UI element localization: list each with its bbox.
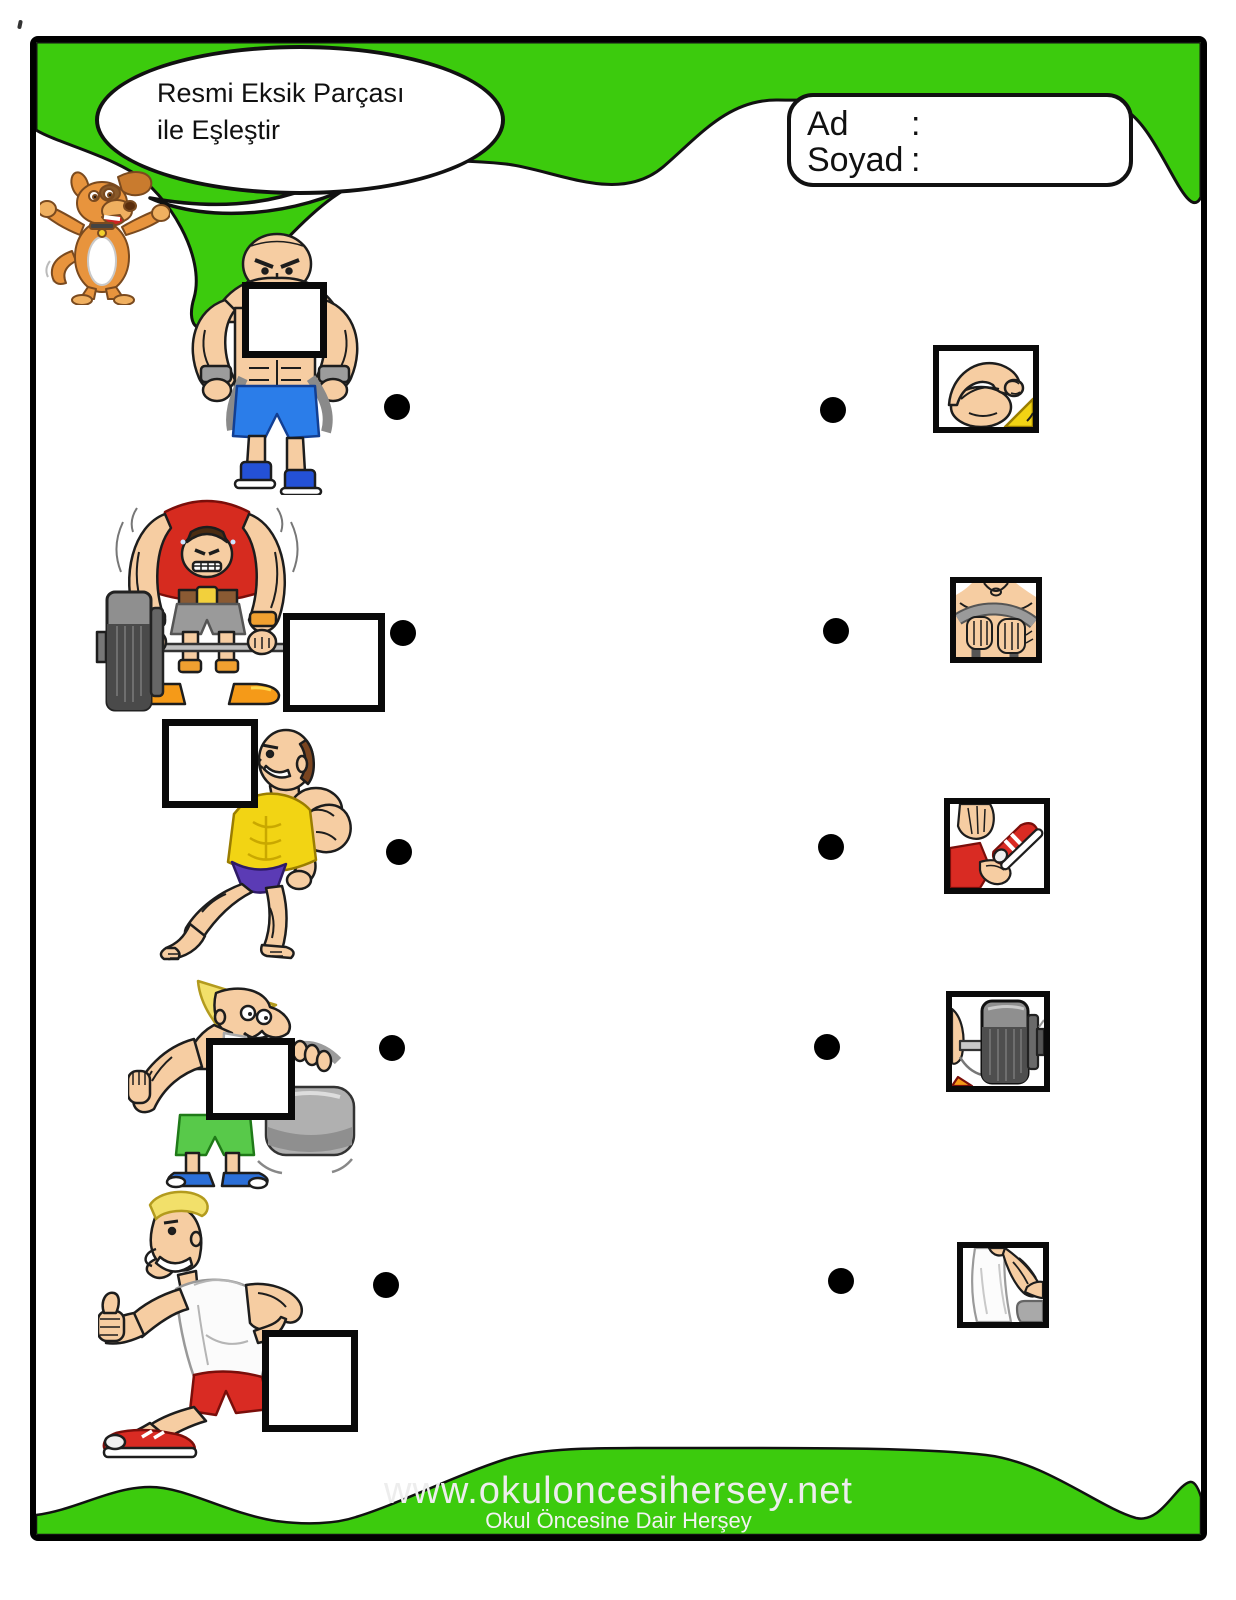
puzzle-piece-4-barbell-plate[interactable] bbox=[946, 991, 1050, 1092]
connector-dot-right-1[interactable] bbox=[820, 397, 846, 423]
missing-piece-slot-1[interactable] bbox=[242, 282, 327, 358]
puzzle-piece-5-tank-kettlebell[interactable] bbox=[957, 1242, 1049, 1328]
missing-piece-slot-3[interactable] bbox=[162, 719, 258, 808]
connector-dot-left-4[interactable] bbox=[379, 1035, 405, 1061]
footer-green-wave bbox=[36, 1446, 1201, 1535]
connector-dot-left-5[interactable] bbox=[373, 1272, 399, 1298]
connector-dot-left-1[interactable] bbox=[384, 394, 410, 420]
connector-dot-right-5[interactable] bbox=[828, 1268, 854, 1294]
figure-3-bodybuilder-yellow-tank bbox=[159, 728, 352, 961]
name-colon: : bbox=[911, 105, 921, 143]
surname-colon: : bbox=[911, 141, 921, 179]
missing-piece-slot-2[interactable] bbox=[283, 613, 385, 712]
puzzle-piece-1-flexed-arm[interactable] bbox=[933, 345, 1039, 433]
instruction-line-1: Resmi Eksik Parçası bbox=[157, 78, 405, 108]
name-surname-box: Ad : Soyad : bbox=[787, 93, 1133, 187]
name-label: Ad bbox=[807, 105, 849, 143]
connector-dot-left-3[interactable] bbox=[386, 839, 412, 865]
missing-piece-slot-4[interactable] bbox=[206, 1038, 295, 1120]
connector-dot-right-4[interactable] bbox=[814, 1034, 840, 1060]
figure-1-bodybuilder-strap bbox=[191, 232, 359, 495]
instruction-line-2: ile Eşleştir bbox=[157, 115, 281, 145]
puzzle-piece-3-hand-sneaker[interactable] bbox=[944, 798, 1050, 894]
surname-label: Soyad bbox=[807, 141, 904, 179]
speech-bubble: Resmi Eksik Parçası ile Eşleştir bbox=[95, 45, 505, 195]
connector-dot-right-3[interactable] bbox=[818, 834, 844, 860]
figure-4-lifter-kettlebell bbox=[128, 979, 356, 1190]
figure-2-weightlifter-barbell bbox=[95, 499, 315, 712]
dog-mascot-icon bbox=[40, 171, 170, 305]
footer-website: www.okuloncesihersey.net bbox=[384, 1470, 853, 1512]
connector-dot-right-2[interactable] bbox=[823, 618, 849, 644]
connector-dot-left-2[interactable] bbox=[390, 620, 416, 646]
puzzle-piece-2-fists-strap[interactable] bbox=[950, 577, 1042, 663]
scan-artifact-mark bbox=[17, 19, 23, 30]
worksheet-sheet: Resmi Eksik Parçası ile Eşleştir Ad : So… bbox=[30, 36, 1207, 1541]
figure-5-athlete-thumbs-up bbox=[98, 1190, 303, 1459]
missing-piece-slot-5[interactable] bbox=[262, 1330, 358, 1432]
footer-tagline: Okul Öncesine Dair Herşey bbox=[485, 1508, 752, 1533]
